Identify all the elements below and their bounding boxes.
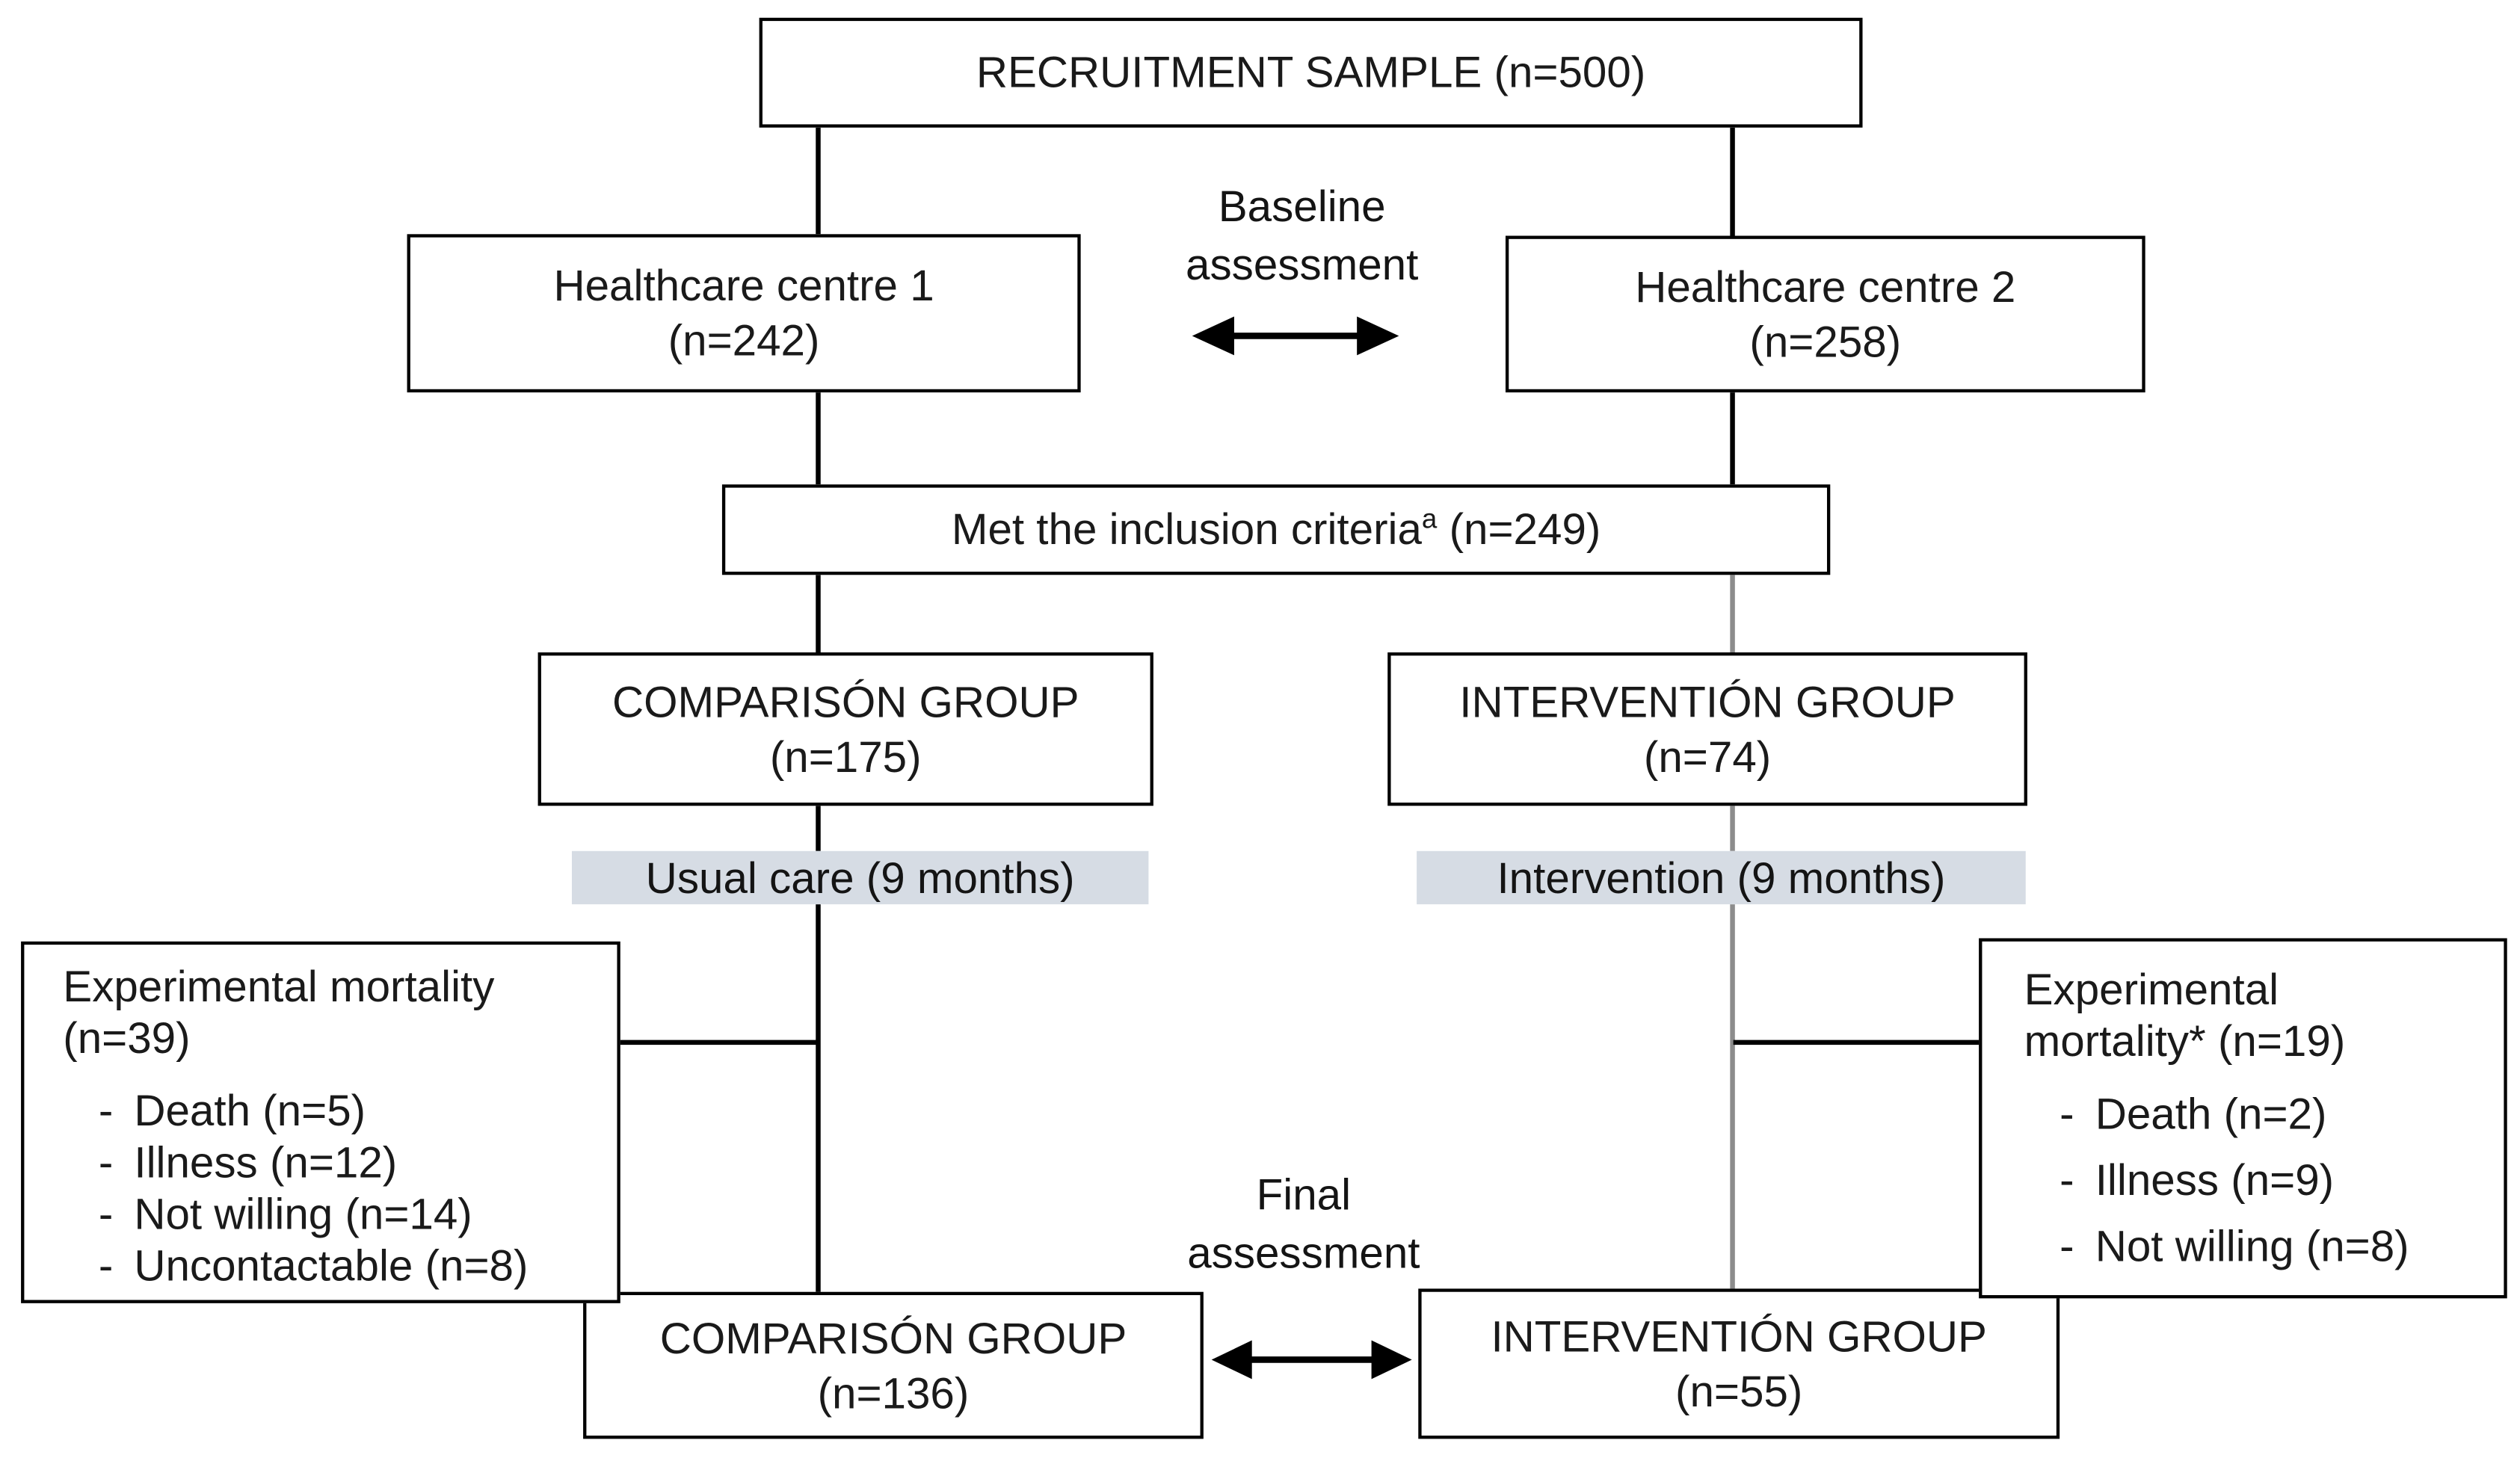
left-trunk-line-1	[816, 127, 821, 235]
healthcare-centre-2-count: (n=258)	[1749, 317, 1902, 366]
healthcare-centre-1-label: Healthcare centre 1	[553, 262, 934, 310]
final-assessment-label: Final assessment	[1102, 1166, 1506, 1282]
final-label-line-1: Final	[1256, 1170, 1352, 1220]
mortality-intervention-list: - Death (n=2) - Illness (n=9) - Not will…	[2024, 1088, 2433, 1272]
intervention-group-baseline-label: INTERVENTIÓN GROUP	[1459, 677, 1956, 726]
right-trunk-line-1	[1730, 127, 1735, 236]
list-dash: -	[2060, 1156, 2074, 1205]
list-dash: -	[2060, 1090, 2074, 1139]
healthcare-centre-1-count: (n=242)	[668, 316, 820, 365]
healthcare-centre-2-label: Healthcare centre 2	[1635, 262, 2016, 311]
baseline-label-line-1: Baseline	[1218, 182, 1386, 232]
comparison-group-final-count: (n=136)	[817, 1368, 970, 1418]
intervention-group-final-box: INTERVENTIÓN GROUP (n=55)	[1418, 1288, 2060, 1439]
experimental-mortality-comparison-box: Experimental mortality (n=39) - Death (n…	[21, 941, 620, 1303]
comparison-group-baseline-box: COMPARISÓN GROUP (n=175)	[537, 652, 1153, 806]
mortality-item-label: Illness (n=12)	[134, 1138, 398, 1187]
mortality-item-label: Uncontactable (n=8)	[134, 1241, 529, 1291]
mortality-item-label: Illness (n=9)	[2095, 1156, 2335, 1205]
list-dash: -	[98, 1138, 114, 1187]
comparison-group-baseline-label: COMPARISÓN GROUP	[611, 677, 1079, 726]
usual-care-phase-label: Usual care (9 months)	[645, 854, 1075, 903]
usual-care-phase-bar: Usual care (9 months)	[571, 850, 1149, 905]
mortality-item: - Illness (n=9)	[2024, 1155, 2433, 1206]
mortality-item-label: Not willing (n=14)	[134, 1190, 472, 1239]
mortality-item: - Uncontactable (n=8)	[63, 1241, 604, 1292]
intervention-phase-bar: Intervention (9 months)	[1417, 850, 2026, 905]
healthcare-centre-2-box: Healthcare centre 2 (n=258)	[1505, 235, 2145, 393]
comparison-group-final-label: COMPARISÓN GROUP	[659, 1313, 1127, 1362]
mortality-item: - Not willing (n=8)	[2024, 1221, 2433, 1273]
mortality-comparison-header: Experimental mortality (n=39)	[63, 962, 495, 1063]
baseline-assessment-label: Baseline assessment	[1100, 178, 1504, 294]
left-trunk-line-3	[816, 575, 821, 653]
left-trunk-line-5	[816, 904, 821, 1294]
comparison-group-final-box: COMPARISÓN GROUP (n=136)	[583, 1291, 1204, 1439]
intervention-group-baseline-count: (n=74)	[1643, 732, 1772, 781]
right-trunk-line-5	[1730, 904, 1735, 1291]
recruitment-sample-label: RECRUITMENT SAMPLE (n=500)	[976, 48, 1646, 97]
inclusion-criteria-box: Met the inclusion criteriaa (n=249)	[721, 484, 1831, 575]
right-trunk-line-3	[1730, 575, 1735, 653]
comparison-group-baseline-count: (n=175)	[769, 732, 922, 781]
list-dash: -	[98, 1087, 114, 1136]
mortality-item-label: Death (n=5)	[134, 1087, 366, 1136]
healthcare-centre-1-box: Healthcare centre 1 (n=242)	[407, 234, 1081, 393]
baseline-double-arrow-icon	[1192, 316, 1399, 356]
mortality-item-label: Death (n=2)	[2095, 1090, 2327, 1139]
intervention-group-baseline-box: INTERVENTIÓN GROUP (n=74)	[1387, 652, 2027, 806]
mortality-item: - Not willing (n=14)	[63, 1188, 604, 1240]
list-dash: -	[98, 1241, 114, 1291]
mortality-item: - Death (n=2)	[2024, 1088, 2433, 1140]
mortality-item: - Death (n=5)	[63, 1085, 604, 1137]
left-trunk-line-2	[816, 392, 821, 485]
right-trunk-line-2	[1730, 392, 1735, 485]
mortality-intervention-connector-line	[1733, 1040, 1983, 1045]
left-trunk-line-4	[816, 806, 821, 851]
mortality-comparison-list: - Death (n=5) - Illness (n=12) - Not wil…	[63, 1085, 604, 1292]
inclusion-criteria-footnote-mark: a	[1421, 504, 1438, 535]
final-label-line-2: assessment	[1187, 1229, 1420, 1278]
mortality-intervention-header: Experimental mortality* (n=19)	[2024, 966, 2346, 1066]
mortality-item-label: Not willing (n=8)	[2095, 1222, 2409, 1271]
final-double-arrow-icon	[1211, 1340, 1412, 1380]
intervention-group-final-label: INTERVENTIÓN GROUP	[1491, 1312, 1987, 1361]
intervention-group-final-count: (n=55)	[1675, 1367, 1803, 1416]
mortality-comparison-connector-line	[609, 1040, 819, 1045]
baseline-label-line-2: assessment	[1186, 240, 1419, 289]
experimental-mortality-intervention-box: Experimental mortality* (n=19) - Death (…	[1979, 938, 2507, 1299]
recruitment-sample-box: RECRUITMENT SAMPLE (n=500)	[759, 17, 1863, 128]
right-trunk-line-4	[1730, 806, 1735, 851]
list-dash: -	[98, 1190, 114, 1239]
intervention-phase-label: Intervention (9 months)	[1497, 854, 1946, 903]
inclusion-criteria-label: Met the inclusion criteriaa (n=249)	[951, 504, 1601, 555]
list-dash: -	[2060, 1222, 2074, 1271]
mortality-item: - Illness (n=12)	[63, 1137, 604, 1188]
